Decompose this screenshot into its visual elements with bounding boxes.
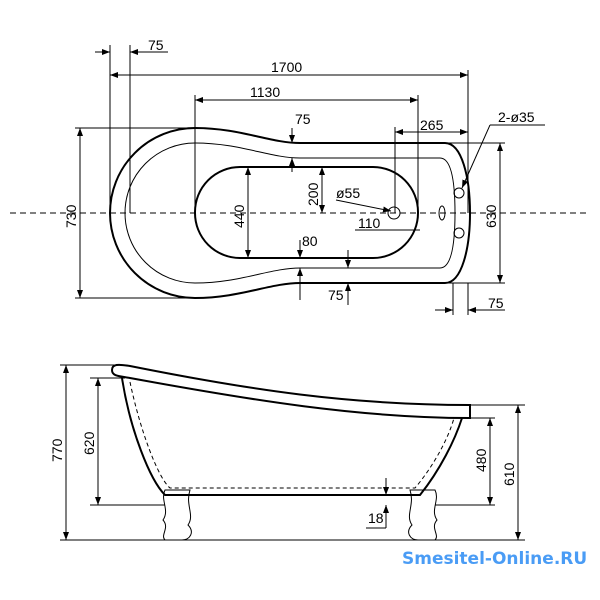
- dim-drain-dia: ø55: [336, 185, 360, 201]
- dim-rim-height: 610: [501, 462, 517, 486]
- side-dimension-lines: [60, 364, 525, 541]
- dim-width: 730: [63, 204, 79, 228]
- dim-rim-right: 75: [488, 295, 504, 311]
- drain-hole: [387, 206, 401, 220]
- dim-drain-y: 200: [305, 182, 321, 206]
- dim-rim-bottom: 75: [328, 287, 344, 303]
- dim-length: 1700: [271, 59, 302, 75]
- dim-basin-width: 440: [231, 204, 247, 228]
- right-foot: [408, 489, 438, 541]
- tap-hole-1: [453, 187, 465, 199]
- side-inner: [129, 381, 455, 489]
- dim-feet: 18: [368, 510, 384, 526]
- tap-hole-2: [453, 227, 465, 239]
- dim-inner-height: 620: [81, 431, 97, 455]
- left-foot: [162, 489, 192, 541]
- overflow: [438, 205, 446, 221]
- dim-body-height: 480: [473, 448, 489, 472]
- dim-basin-length: 1130: [250, 84, 280, 100]
- dim-drain-offset: 265: [420, 117, 444, 133]
- watermark: Smesitel-Online.RU: [402, 549, 587, 569]
- dim-80: 80: [302, 233, 318, 249]
- dim-rim-side: 75: [295, 111, 311, 127]
- dim-holes: 2-ø35: [498, 109, 535, 125]
- side-rim: [110, 363, 471, 420]
- dimension-lines: [75, 45, 545, 315]
- dim-narrow-width: 630: [483, 204, 499, 228]
- dim-height: 770: [49, 438, 65, 462]
- side-body: [121, 377, 463, 496]
- dim-rim-left: 75: [148, 37, 164, 53]
- dim-drain-x: 110: [358, 215, 381, 231]
